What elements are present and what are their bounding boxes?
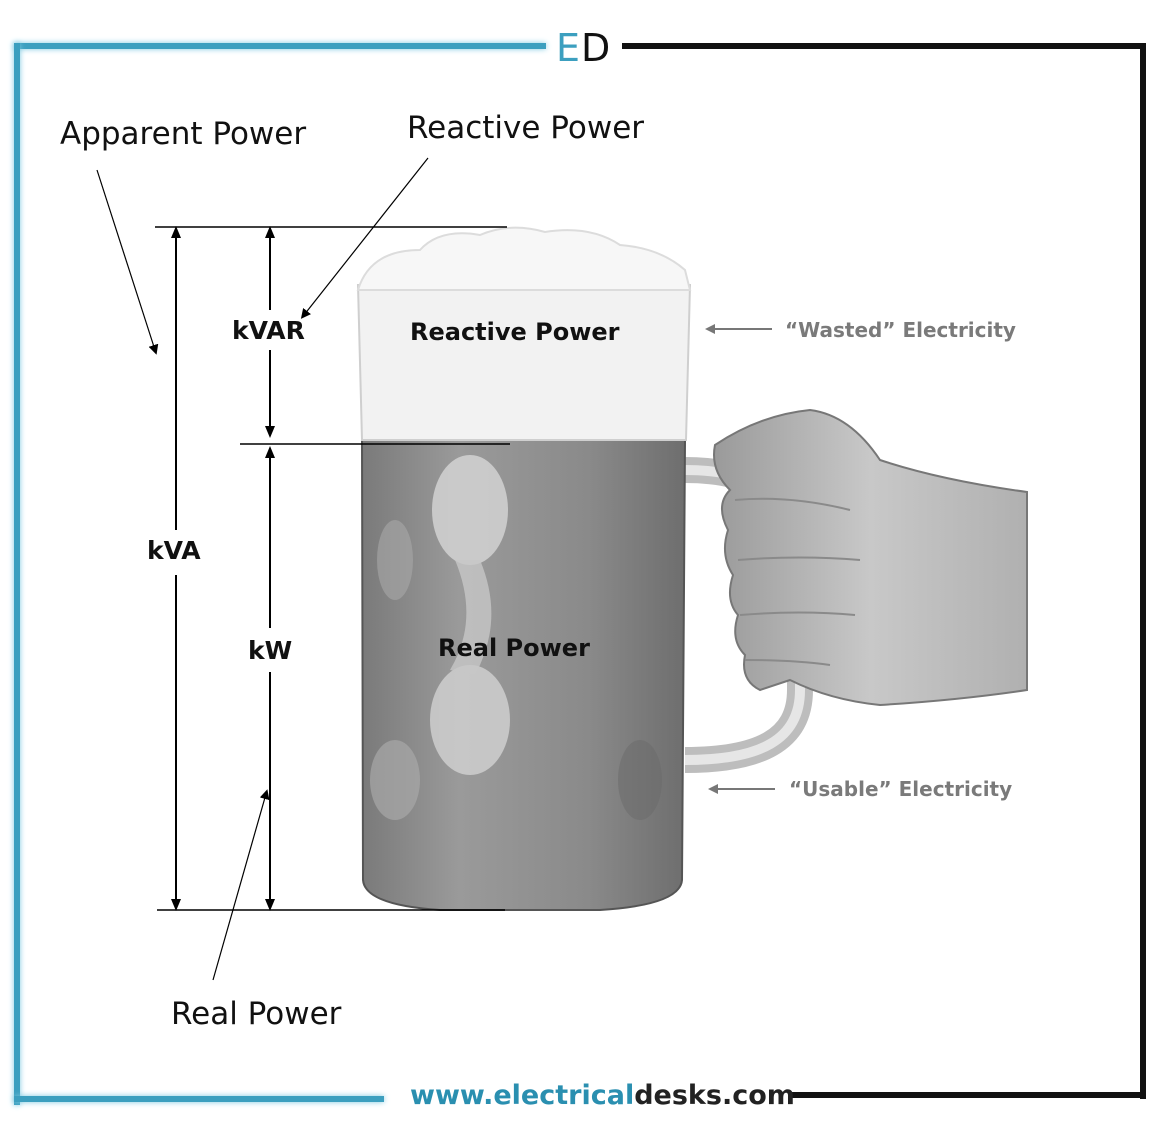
website-part-1: www.electrical [410,1080,635,1111]
apparent-power-pointer [96,169,159,355]
real-power-pointer [212,789,270,981]
logo: ED [556,26,611,70]
real-power-bottom-label: Real Power [171,996,342,1032]
usable-electricity-label: “Usable” Electricity [789,777,1013,801]
kw-label: kW [248,636,293,665]
frame-top-blue [14,43,546,49]
wasted-electricity-label: “Wasted” Electricity [785,318,1016,342]
beer-mug-icon [356,226,692,911]
frame-left-blue [14,43,20,1105]
frame-top-dark [622,43,1146,49]
kvar-label: kVAR [232,316,305,345]
reactive-power-top-label: Reactive Power [407,110,645,146]
frame-bottom-blue [14,1096,384,1102]
frame-bottom-dark [790,1092,1146,1098]
mug-real-power-label: Real Power [438,634,590,662]
website-part-2: desks.com [634,1080,795,1111]
website-link[interactable]: www.electricaldesks.com [410,1080,795,1111]
reactive-power-pointer [300,157,429,319]
hand-icon [713,408,1028,707]
apparent-power-label: Apparent Power [60,116,307,152]
kva-label: kVA [147,536,201,565]
logo-letter-e: E [556,26,582,70]
logo-letter-d: D [581,26,612,70]
frame-right-dark [1140,43,1146,1099]
mug-reactive-power-label: Reactive Power [410,318,620,346]
